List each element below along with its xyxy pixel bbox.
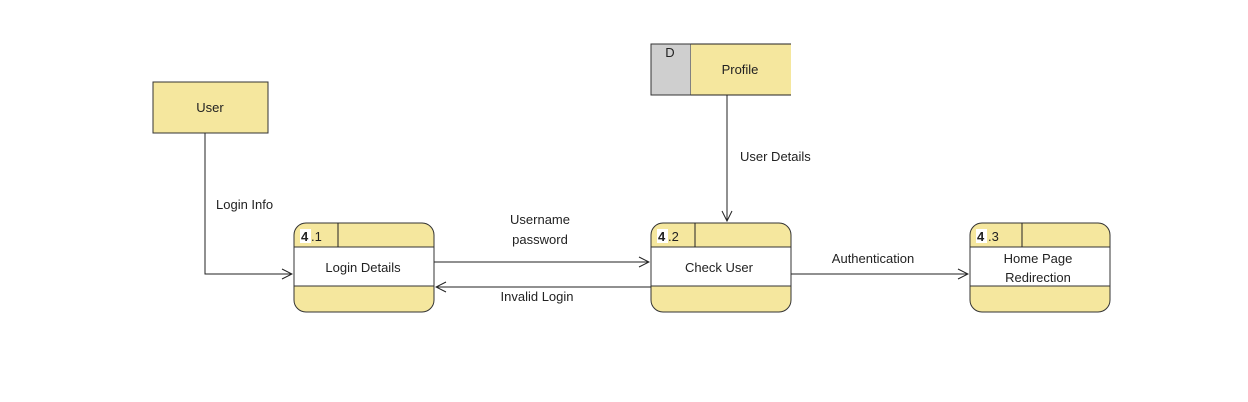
flow-authentication[interactable]: Authentication [791,251,968,274]
process-label: Check User [685,260,754,275]
data-store-id: D [665,45,674,60]
process-label: Login Details [325,260,401,275]
flow-login-info[interactable]: Login Info [204,133,292,274]
data-store-profile[interactable]: D Profile [650,43,791,96]
process-id: 4 [658,229,666,244]
process-id: 4 [977,229,985,244]
process-id: 4 [301,229,309,244]
flow-invalid-login[interactable]: Invalid Login [436,287,651,304]
process-home-page-redirection[interactable]: 4 .3 Home Page Redirection [969,222,1111,313]
process-sub-id: .1 [311,229,322,244]
process-sub-id: .3 [988,229,999,244]
flow-user-details[interactable]: User Details [727,95,811,221]
flow-label-line-2: password [512,232,568,247]
external-entity-label: User [196,100,224,115]
process-label-line-1: Home Page [1004,251,1073,266]
flow-label: Login Info [216,197,273,212]
external-entity-user[interactable]: User [152,81,269,134]
flow-label: User Details [740,149,811,164]
flow-label-line-1: Username [510,212,570,227]
data-store-label: Profile [722,62,759,77]
process-login-details[interactable]: 4 .1 Login Details [293,222,435,313]
flow-username-password[interactable]: Username password [434,212,649,262]
flow-label: Invalid Login [501,289,574,304]
flow-label: Authentication [832,251,914,266]
process-check-user[interactable]: 4 .2 Check User [650,222,792,313]
process-label-line-2: Redirection [1005,270,1071,285]
process-sub-id: .2 [668,229,679,244]
